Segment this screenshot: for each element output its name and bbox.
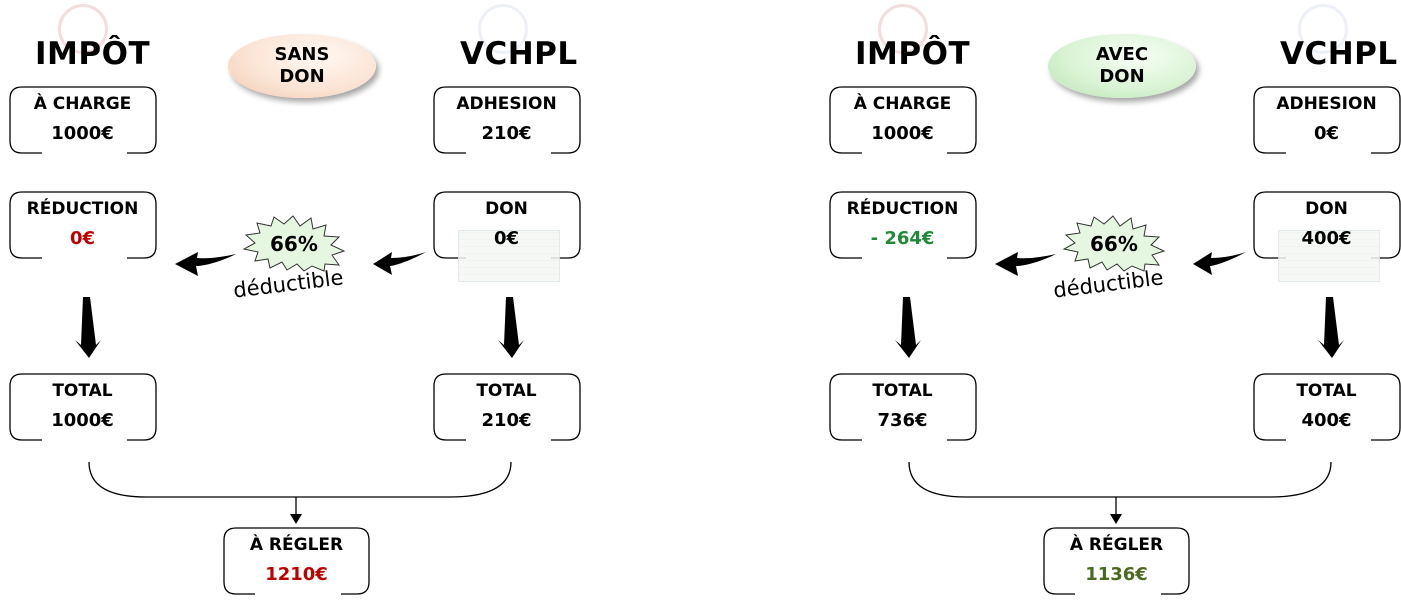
down-arrow-org: [1318, 297, 1344, 358]
ball-watermark-icon: [1298, 4, 1348, 54]
curved-arrow-to-reduction: [175, 252, 236, 276]
box-label: DON: [485, 199, 528, 219]
adhesion-box: ADHESION 210€: [434, 87, 579, 151]
logo-watermark-icon: [58, 4, 108, 54]
impot-reduction-box: RÉDUCTION - 264€: [830, 192, 975, 256]
box-value: 400€: [1301, 228, 1352, 249]
box-label: À CHARGE: [853, 94, 952, 114]
impot-charge-box: À CHARGE 1000€: [10, 87, 155, 151]
box-value: 1000€: [45, 410, 120, 431]
box-value: 1210€: [259, 564, 334, 585]
impot-reduction-box: RÉDUCTION 0€: [10, 192, 155, 256]
box-label: RÉDUCTION: [846, 199, 959, 219]
box-label: TOTAL: [476, 381, 537, 401]
down-arrow-impot: [75, 297, 101, 358]
curved-arrow-to-reduction: [995, 252, 1056, 276]
box-value: 1136€: [1079, 564, 1154, 585]
curved-arrow-to-badge: [373, 252, 426, 275]
curved-arrow-to-badge: [1193, 252, 1246, 275]
don-box: DON 400€: [1254, 192, 1399, 256]
cheque-icon: [458, 230, 560, 282]
box-label: ADHESION: [1276, 94, 1377, 114]
a-regler-box: À RÉGLER 1210€: [224, 528, 369, 592]
vchpl-header: VCHPL: [460, 36, 578, 72]
box-label: RÉDUCTION: [26, 199, 139, 219]
impot-total-box: TOTAL 1000€: [10, 374, 155, 438]
scenario-pill-avec-don: AVEC DON: [1048, 34, 1196, 98]
panel-avec-don: IMPÔT VCHPL AVEC DON À CHARGE 1000€ RÉDU…: [820, 0, 1401, 612]
box-value: 0€: [1307, 123, 1346, 144]
box-value: 210€: [475, 123, 538, 144]
connectors: [829, 86, 1401, 595]
cheque-icon: [1278, 230, 1380, 282]
box-value: 1000€: [865, 123, 940, 144]
ball-watermark-icon: [478, 4, 528, 54]
box-label: DON: [1305, 199, 1348, 219]
box-label: À RÉGLER: [1069, 535, 1164, 555]
box-label: ADHESION: [456, 94, 557, 114]
box-value: - 264€: [864, 228, 941, 249]
logo-watermark-icon: [878, 4, 928, 54]
scenario-pill-sans-don: SANS DON: [228, 34, 376, 98]
vchpl-header: VCHPL: [1280, 36, 1398, 72]
box-value: 1000€: [45, 123, 120, 144]
org-total-box: TOTAL 400€: [1254, 374, 1399, 438]
box-value: 0€: [63, 228, 102, 249]
starburst-badge-icon: [242, 215, 346, 272]
don-box: DON 0€: [434, 192, 579, 256]
box-label: À RÉGLER: [249, 535, 344, 555]
panel-sans-don: IMPÔT VCHPL SANS DON À CHARGE 1000€ RÉDU…: [0, 0, 700, 612]
impot-total-box: TOTAL 736€: [830, 374, 975, 438]
connectors: [9, 86, 581, 595]
box-label: TOTAL: [1296, 381, 1357, 401]
box-label: TOTAL: [52, 381, 113, 401]
box-value: 210€: [475, 410, 538, 431]
impot-header: IMPÔT: [35, 36, 151, 72]
a-regler-box: À RÉGLER 1136€: [1044, 528, 1189, 592]
badge-percent: 66%: [1090, 232, 1138, 256]
scenario-line1: SANS: [274, 44, 330, 65]
down-arrow-impot: [895, 297, 921, 358]
impot-charge-box: À CHARGE 1000€: [830, 87, 975, 151]
badge-percent: 66%: [270, 232, 318, 256]
down-arrow-org: [498, 297, 524, 358]
box-label: À CHARGE: [33, 94, 132, 114]
box-label: TOTAL: [872, 381, 933, 401]
scenario-line2: DON: [279, 66, 325, 87]
org-total-box: TOTAL 210€: [434, 374, 579, 438]
box-value: 400€: [1295, 410, 1358, 431]
box-value: 0€: [493, 228, 520, 249]
scenario-line2: DON: [1099, 66, 1145, 87]
adhesion-box: ADHESION 0€: [1254, 87, 1399, 151]
starburst-badge-icon: [1062, 215, 1166, 272]
impot-header: IMPÔT: [855, 36, 971, 72]
scenario-line1: AVEC: [1095, 44, 1149, 65]
box-value: 736€: [871, 410, 934, 431]
